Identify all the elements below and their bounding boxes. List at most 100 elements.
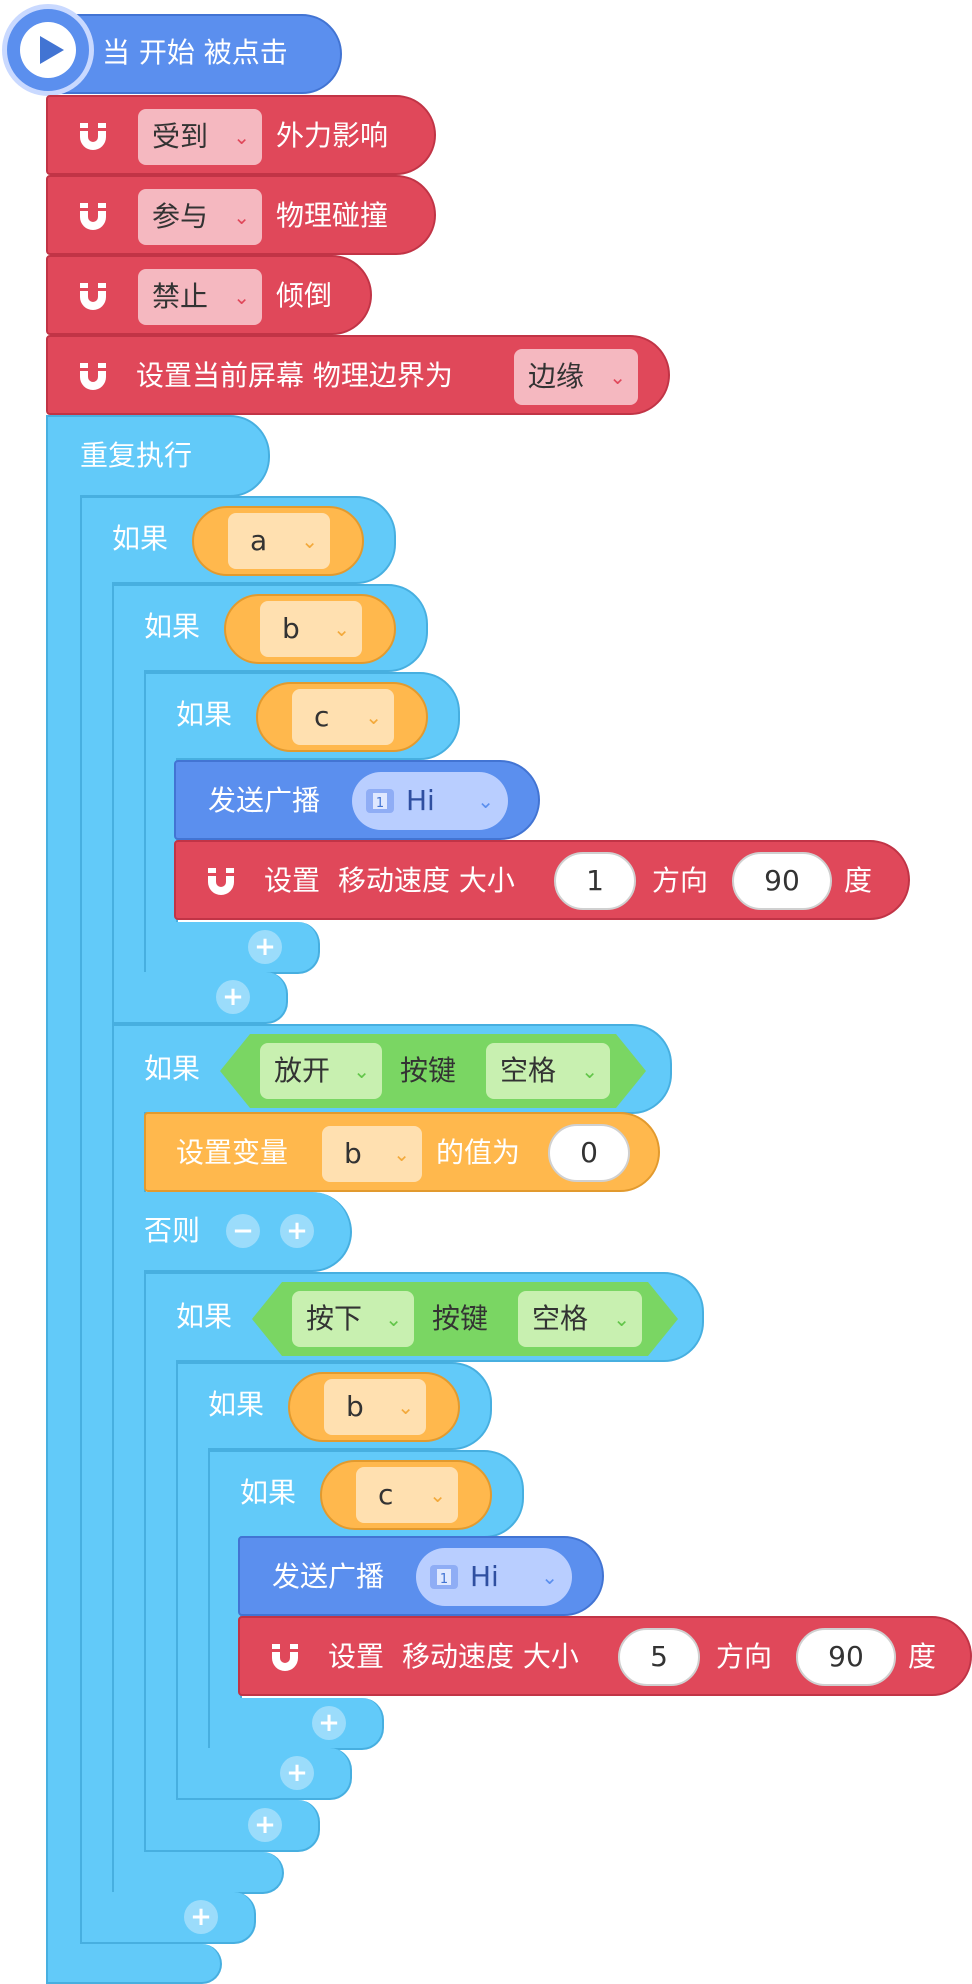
add-branch-button[interactable]: + — [280, 1756, 314, 1790]
boundary-block[interactable]: 设置当前屏幕 物理边界为 边缘⌄ — [46, 335, 670, 415]
add-branch-button[interactable]: + — [248, 1808, 282, 1842]
if-b-foot: + — [112, 972, 288, 1024]
add-branch-button[interactable]: + — [280, 1214, 314, 1248]
collision-dropdown[interactable]: 参与⌄ — [138, 189, 262, 245]
magnet-icon — [80, 363, 106, 390]
if-b-inner-foot: + — [176, 1748, 352, 1800]
chevron-down-icon: ⌄ — [581, 1059, 598, 1083]
set-variable-dropdown[interactable]: b⌄ — [322, 1126, 422, 1182]
speed-direction-label: 方向 — [716, 1640, 773, 1673]
condition-b[interactable]: b⌄ — [288, 1372, 460, 1442]
key-action-dropdown[interactable]: 按下⌄ — [292, 1291, 414, 1347]
if-else-foot — [112, 1852, 284, 1894]
set-variable-block[interactable]: 设置变量 b⌄ 的值为 0 — [144, 1112, 660, 1192]
force-dropdown[interactable]: 受到⌄ — [138, 109, 262, 165]
broadcast-message-dropdown[interactable]: 1 Hi ⌄ — [416, 1548, 572, 1606]
chevron-down-icon: ⌄ — [429, 1483, 446, 1507]
chevron-down-icon: ⌄ — [233, 205, 250, 229]
broadcast-icon: 1 — [430, 1565, 458, 1589]
hat-label: 当 开始 被点击 — [102, 36, 288, 69]
chevron-down-icon: ⌄ — [541, 1565, 558, 1589]
speed-size-label: 移动速度 大小 — [338, 864, 515, 897]
speed-angle-input[interactable]: 90 — [796, 1628, 896, 1686]
add-branch-button[interactable]: + — [216, 980, 250, 1014]
set-variable-label: 设置变量 — [176, 1136, 289, 1169]
magnet-icon — [80, 203, 106, 230]
speed-size-input[interactable]: 1 — [554, 852, 636, 910]
magnet-icon — [80, 123, 106, 150]
if-label: 如果 — [176, 1300, 233, 1333]
var-b-dropdown[interactable]: b⌄ — [324, 1379, 426, 1435]
repeat-foot — [46, 1944, 222, 1984]
broadcast-block[interactable]: 发送广播 1 Hi ⌄ — [174, 760, 540, 840]
broadcast-icon: 1 — [366, 789, 394, 813]
var-c-dropdown[interactable]: c⌄ — [292, 689, 394, 745]
repeat-forever-block[interactable]: 重复执行 — [46, 415, 270, 497]
magnet-icon — [272, 1644, 298, 1671]
physics-fall-block[interactable]: 禁止⌄ 倾倒 — [46, 255, 372, 335]
key-name-dropdown[interactable]: 空格⌄ — [486, 1043, 610, 1099]
condition-c[interactable]: c⌄ — [256, 682, 428, 752]
svg-text:1: 1 — [440, 1572, 448, 1587]
physics-fall-text: 倾倒 — [276, 279, 333, 312]
chevron-down-icon: ⌄ — [233, 285, 250, 309]
broadcast-label: 发送广播 — [272, 1560, 385, 1593]
boundary-dropdown[interactable]: 边缘⌄ — [514, 349, 638, 405]
if-c-inner-block[interactable]: 如果 c⌄ — [208, 1450, 524, 1538]
set-speed-block[interactable]: 设置 移动速度 大小 5 方向 90 度 — [238, 1616, 972, 1696]
add-branch-button[interactable]: + — [248, 930, 282, 964]
var-a-dropdown[interactable]: a⌄ — [228, 513, 330, 569]
speed-set-label: 设置 — [264, 864, 321, 897]
when-start-clicked-block[interactable]: 当 开始 被点击 — [2, 4, 342, 96]
broadcast-message-dropdown[interactable]: 1 Hi ⌄ — [352, 772, 508, 830]
physics-force-block[interactable]: 受到⌄ 外力影响 — [46, 95, 436, 175]
broadcast-label: 发送广播 — [208, 784, 321, 817]
set-variable-value-input[interactable]: 0 — [548, 1124, 630, 1182]
if-b-block[interactable]: 如果 b⌄ — [112, 584, 428, 672]
var-b-dropdown[interactable]: b⌄ — [260, 601, 362, 657]
key-action-dropdown[interactable]: 放开⌄ — [260, 1043, 382, 1099]
magnet-icon — [208, 868, 234, 895]
key-press-condition[interactable]: 按下⌄ 按键 空格⌄ — [252, 1282, 678, 1356]
speed-direction-label: 方向 — [652, 864, 709, 897]
chevron-down-icon: ⌄ — [301, 529, 318, 553]
if-key-press-foot: + — [144, 1800, 320, 1852]
if-key-press-block[interactable]: 如果 按下⌄ 按键 空格⌄ — [144, 1272, 704, 1362]
speed-size-input[interactable]: 5 — [618, 1628, 700, 1686]
speed-set-label: 设置 — [328, 1640, 385, 1673]
broadcast-block[interactable]: 发送广播 1 Hi ⌄ — [238, 1536, 604, 1616]
fall-dropdown[interactable]: 禁止⌄ — [138, 269, 262, 325]
condition-b[interactable]: b⌄ — [224, 594, 396, 664]
chevron-down-icon: ⌄ — [333, 617, 350, 641]
add-branch-button[interactable]: + — [184, 1900, 218, 1934]
key-label: 按键 — [432, 1302, 489, 1335]
chevron-down-icon: ⌄ — [393, 1142, 410, 1166]
chevron-down-icon: ⌄ — [609, 365, 626, 389]
if-b-inner-block[interactable]: 如果 b⌄ — [176, 1362, 492, 1450]
if-a-foot: + — [80, 1892, 256, 1944]
remove-branch-button[interactable]: − — [226, 1214, 260, 1248]
condition-a[interactable]: a⌄ — [192, 506, 364, 576]
physics-collision-block[interactable]: 参与⌄ 物理碰撞 — [46, 175, 436, 255]
chevron-down-icon: ⌄ — [385, 1307, 402, 1331]
if-label: 如果 — [112, 522, 169, 555]
add-branch-button[interactable]: + — [312, 1706, 346, 1740]
key-name-dropdown[interactable]: 空格⌄ — [518, 1291, 642, 1347]
if-label: 如果 — [144, 610, 201, 643]
condition-c[interactable]: c⌄ — [320, 1460, 492, 1530]
chevron-down-icon: ⌄ — [397, 1395, 414, 1419]
set-speed-block[interactable]: 设置 移动速度 大小 1 方向 90 度 — [174, 840, 910, 920]
key-release-condition[interactable]: 放开⌄ 按键 空格⌄ — [220, 1034, 646, 1108]
if-c-inner-foot: + — [208, 1698, 384, 1750]
var-c-dropdown[interactable]: c⌄ — [356, 1467, 458, 1523]
else-label: 否则 — [144, 1214, 201, 1247]
else-block[interactable]: 否则 − + — [112, 1192, 352, 1272]
speed-size-label: 移动速度 大小 — [402, 1640, 579, 1673]
if-key-release-block[interactable]: 如果 放开⌄ 按键 空格⌄ — [112, 1024, 672, 1114]
if-c-block[interactable]: 如果 c⌄ — [144, 672, 460, 760]
if-key-press-arm — [144, 1360, 178, 1832]
boundary-text: 设置当前屏幕 物理边界为 — [136, 359, 453, 392]
speed-angle-input[interactable]: 90 — [732, 852, 832, 910]
if-a-block[interactable]: 如果 a⌄ — [80, 496, 396, 584]
chevron-down-icon: ⌄ — [365, 705, 382, 729]
